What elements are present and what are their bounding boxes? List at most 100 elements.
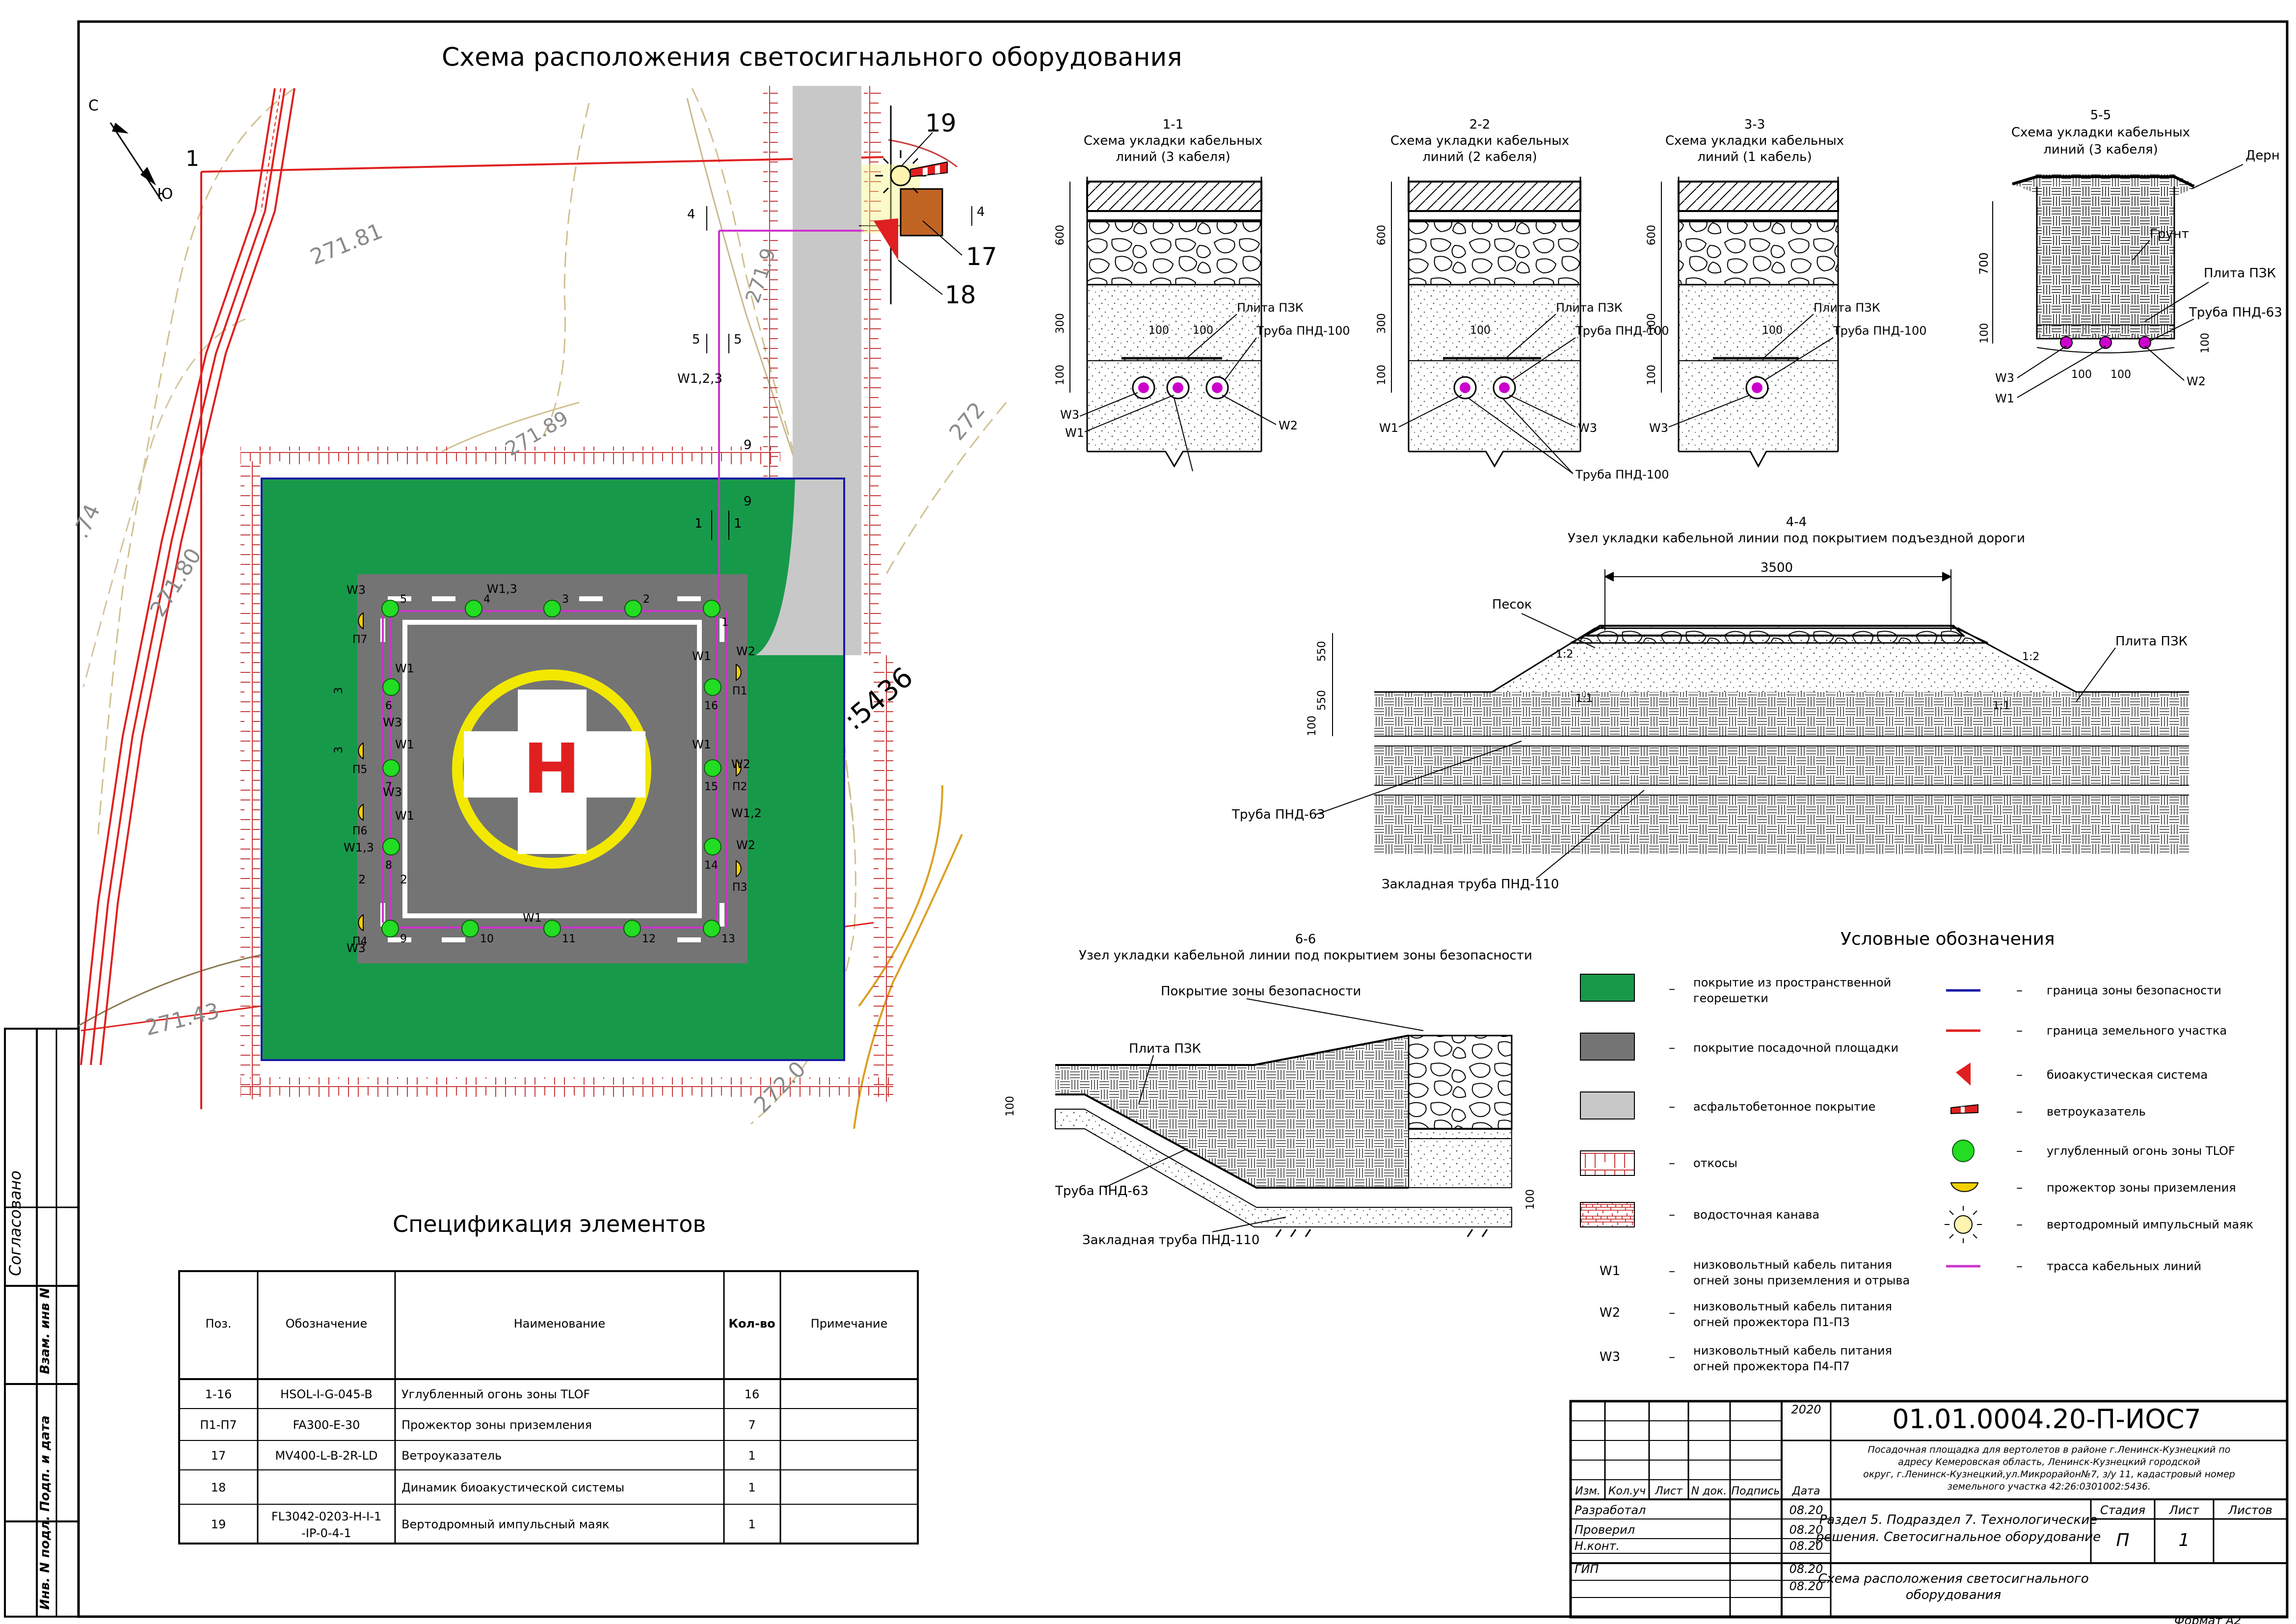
projector-label: П7 bbox=[352, 634, 368, 646]
tlof-light bbox=[543, 920, 561, 937]
dim-100: 100 bbox=[1762, 324, 1783, 337]
projector-label: П5 bbox=[352, 764, 368, 776]
spec-cell: Ветроуказатель bbox=[401, 1449, 502, 1463]
s55-title: 5-5 bbox=[2090, 108, 2111, 123]
legend-label: трасса кабельных линий bbox=[2047, 1259, 2201, 1273]
section-title: 1-1 bbox=[1163, 117, 1183, 132]
elev-272: 272 bbox=[944, 398, 990, 445]
dim-100: 100 bbox=[1376, 365, 1388, 385]
lbl-w1-l5: W1 bbox=[395, 809, 414, 823]
section-cable-label: W3 bbox=[1649, 421, 1668, 435]
spec-cell: Вертодромный импульсный маяк bbox=[401, 1518, 610, 1531]
dim-100: 100 bbox=[1470, 324, 1491, 337]
s66-d100a: 100 bbox=[1004, 1096, 1016, 1117]
s44-zakl110: Закладная труба ПНД-110 bbox=[1382, 877, 1559, 892]
title-block: 01.01.0004.20-П-ИОС7 2020 Посадочная пло… bbox=[1569, 1400, 2289, 1619]
lbl-w12-r3: W1,2 bbox=[731, 806, 762, 820]
section-caption: линий (3 кабеля) bbox=[1116, 150, 1230, 164]
tb-col-header: Дата bbox=[1792, 1485, 1820, 1497]
legend-swatch-asphalt bbox=[1580, 1092, 1635, 1119]
pad-cable-labels: W1,3 W1 W3 W3 W1 W3 W1 W3 W1 W1,3 W1 W2 … bbox=[333, 582, 762, 955]
projector-icon bbox=[736, 860, 742, 878]
label-truba100: Труба ПНД-100 bbox=[1575, 468, 1669, 481]
s66-plita: Плита ПЗК bbox=[1129, 1041, 1201, 1056]
elev-271-81: 271.81 bbox=[307, 218, 386, 270]
projector-label: П3 bbox=[732, 881, 748, 894]
elev-271-80: 271.80 bbox=[145, 544, 207, 621]
tb-stage-h: Стадия bbox=[2100, 1503, 2145, 1517]
legend-swatch-ditch bbox=[1580, 1202, 1635, 1227]
s44-3500: 3500 bbox=[1761, 560, 1793, 575]
tb-col-header: Подпись bbox=[1732, 1485, 1780, 1497]
tb-sheets-h: Листов bbox=[2228, 1503, 2272, 1517]
legend-label: углубленный огонь зоны TLOF bbox=[2047, 1144, 2235, 1158]
tb-drawing-1: Схема расположения светосигнального bbox=[1818, 1571, 2089, 1586]
section-caption: Схема укладки кабельных bbox=[1390, 133, 1569, 148]
beacon-icon bbox=[1954, 1215, 1973, 1234]
tlof-light-num: 8 bbox=[385, 859, 392, 872]
lbl-w3-l2: W3 bbox=[383, 716, 402, 729]
spec-cell: Углубленный огонь зоны TLOF bbox=[401, 1387, 590, 1401]
legend-dash: – bbox=[2016, 983, 2023, 998]
s44-slope12b: 1:2 bbox=[2022, 651, 2039, 663]
tlof-light bbox=[461, 920, 479, 937]
north-arrow: С Ю bbox=[88, 97, 173, 203]
projector-label: П6 bbox=[352, 825, 368, 837]
s55-w1: W1 bbox=[1995, 392, 2014, 405]
s55-cap1: Схема укладки кабельных bbox=[2011, 125, 2190, 140]
tlof-light-num: 15 bbox=[704, 781, 718, 793]
legend-dash: – bbox=[1669, 1099, 1675, 1114]
tlof-light-num: 6 bbox=[385, 700, 392, 712]
spec-cell: 7 bbox=[748, 1418, 755, 1432]
tb-role: Н.конт. bbox=[1575, 1539, 1620, 1553]
section-cable-label: W1 bbox=[1065, 426, 1084, 440]
label-truba100: Труба ПНД-100 bbox=[1833, 324, 1927, 338]
spec-cell: FA300-E-30 bbox=[293, 1418, 360, 1432]
legend-dash: – bbox=[2016, 1259, 2023, 1274]
lbl-w2-r2: W2 bbox=[731, 757, 750, 771]
projector-icon bbox=[736, 759, 742, 777]
label-truba100: Труба ПНД-100 bbox=[1256, 324, 1350, 338]
tlof-light-num: 1 bbox=[721, 616, 728, 629]
legend-dash: – bbox=[1669, 1350, 1675, 1364]
beacon-icon bbox=[890, 165, 911, 186]
tb-date: 08.20 bbox=[1789, 1539, 1823, 1553]
tlof-light bbox=[704, 838, 721, 855]
section-caption: линий (2 кабеля) bbox=[1422, 150, 1537, 164]
s55-cap2: линий (3 кабеля) bbox=[2043, 142, 2158, 157]
legend-dash: – bbox=[1669, 1305, 1675, 1320]
projector-label: П1 bbox=[732, 685, 748, 697]
legend-dash: – bbox=[1669, 1207, 1675, 1222]
legend-label: прожектор зоны приземления bbox=[2047, 1181, 2236, 1195]
tlof-light-num: 10 bbox=[480, 933, 494, 945]
tb-role: Проверил bbox=[1575, 1523, 1635, 1537]
mark-4-left: 4 bbox=[687, 207, 695, 222]
tlof-light bbox=[381, 600, 399, 617]
label-truba100: Труба ПНД-100 bbox=[1575, 324, 1669, 338]
lbl-w1-l1: W1 bbox=[395, 662, 414, 675]
s66-zakl110: Закладная труба ПНД-110 bbox=[1082, 1233, 1259, 1248]
tb-date: 08.20 bbox=[1789, 1562, 1823, 1576]
cable-icon bbox=[1138, 382, 1149, 393]
section-cable-label: W3 bbox=[1060, 408, 1079, 422]
spec-cell: FL3042-0203-H-I-1 bbox=[271, 1510, 381, 1523]
tlof-light bbox=[543, 600, 561, 617]
tb-col-header: Изм. bbox=[1575, 1485, 1601, 1497]
legend-label: низковольтный кабель питания bbox=[1693, 1344, 1892, 1358]
legend-swatch-slopes bbox=[1580, 1150, 1635, 1176]
legend-swatch-pad bbox=[1580, 1033, 1635, 1061]
spec-cell: 16 bbox=[745, 1387, 760, 1401]
section-caption: линий (1 кабель) bbox=[1697, 150, 1812, 164]
tlof-light-num: 12 bbox=[642, 933, 656, 945]
legend-label: низковольтный кабель питания bbox=[1693, 1258, 1892, 1272]
legend-dash: – bbox=[1669, 1156, 1675, 1171]
section-5-5: 5-5 Схема укладки кабельных линий (3 каб… bbox=[1977, 108, 2282, 405]
legend-code: W2 bbox=[1600, 1305, 1620, 1320]
section-cable-label: W1 bbox=[1379, 421, 1398, 435]
mark-5-left: 5 bbox=[692, 332, 700, 347]
section-caption: Схема укладки кабельных bbox=[1665, 133, 1844, 148]
